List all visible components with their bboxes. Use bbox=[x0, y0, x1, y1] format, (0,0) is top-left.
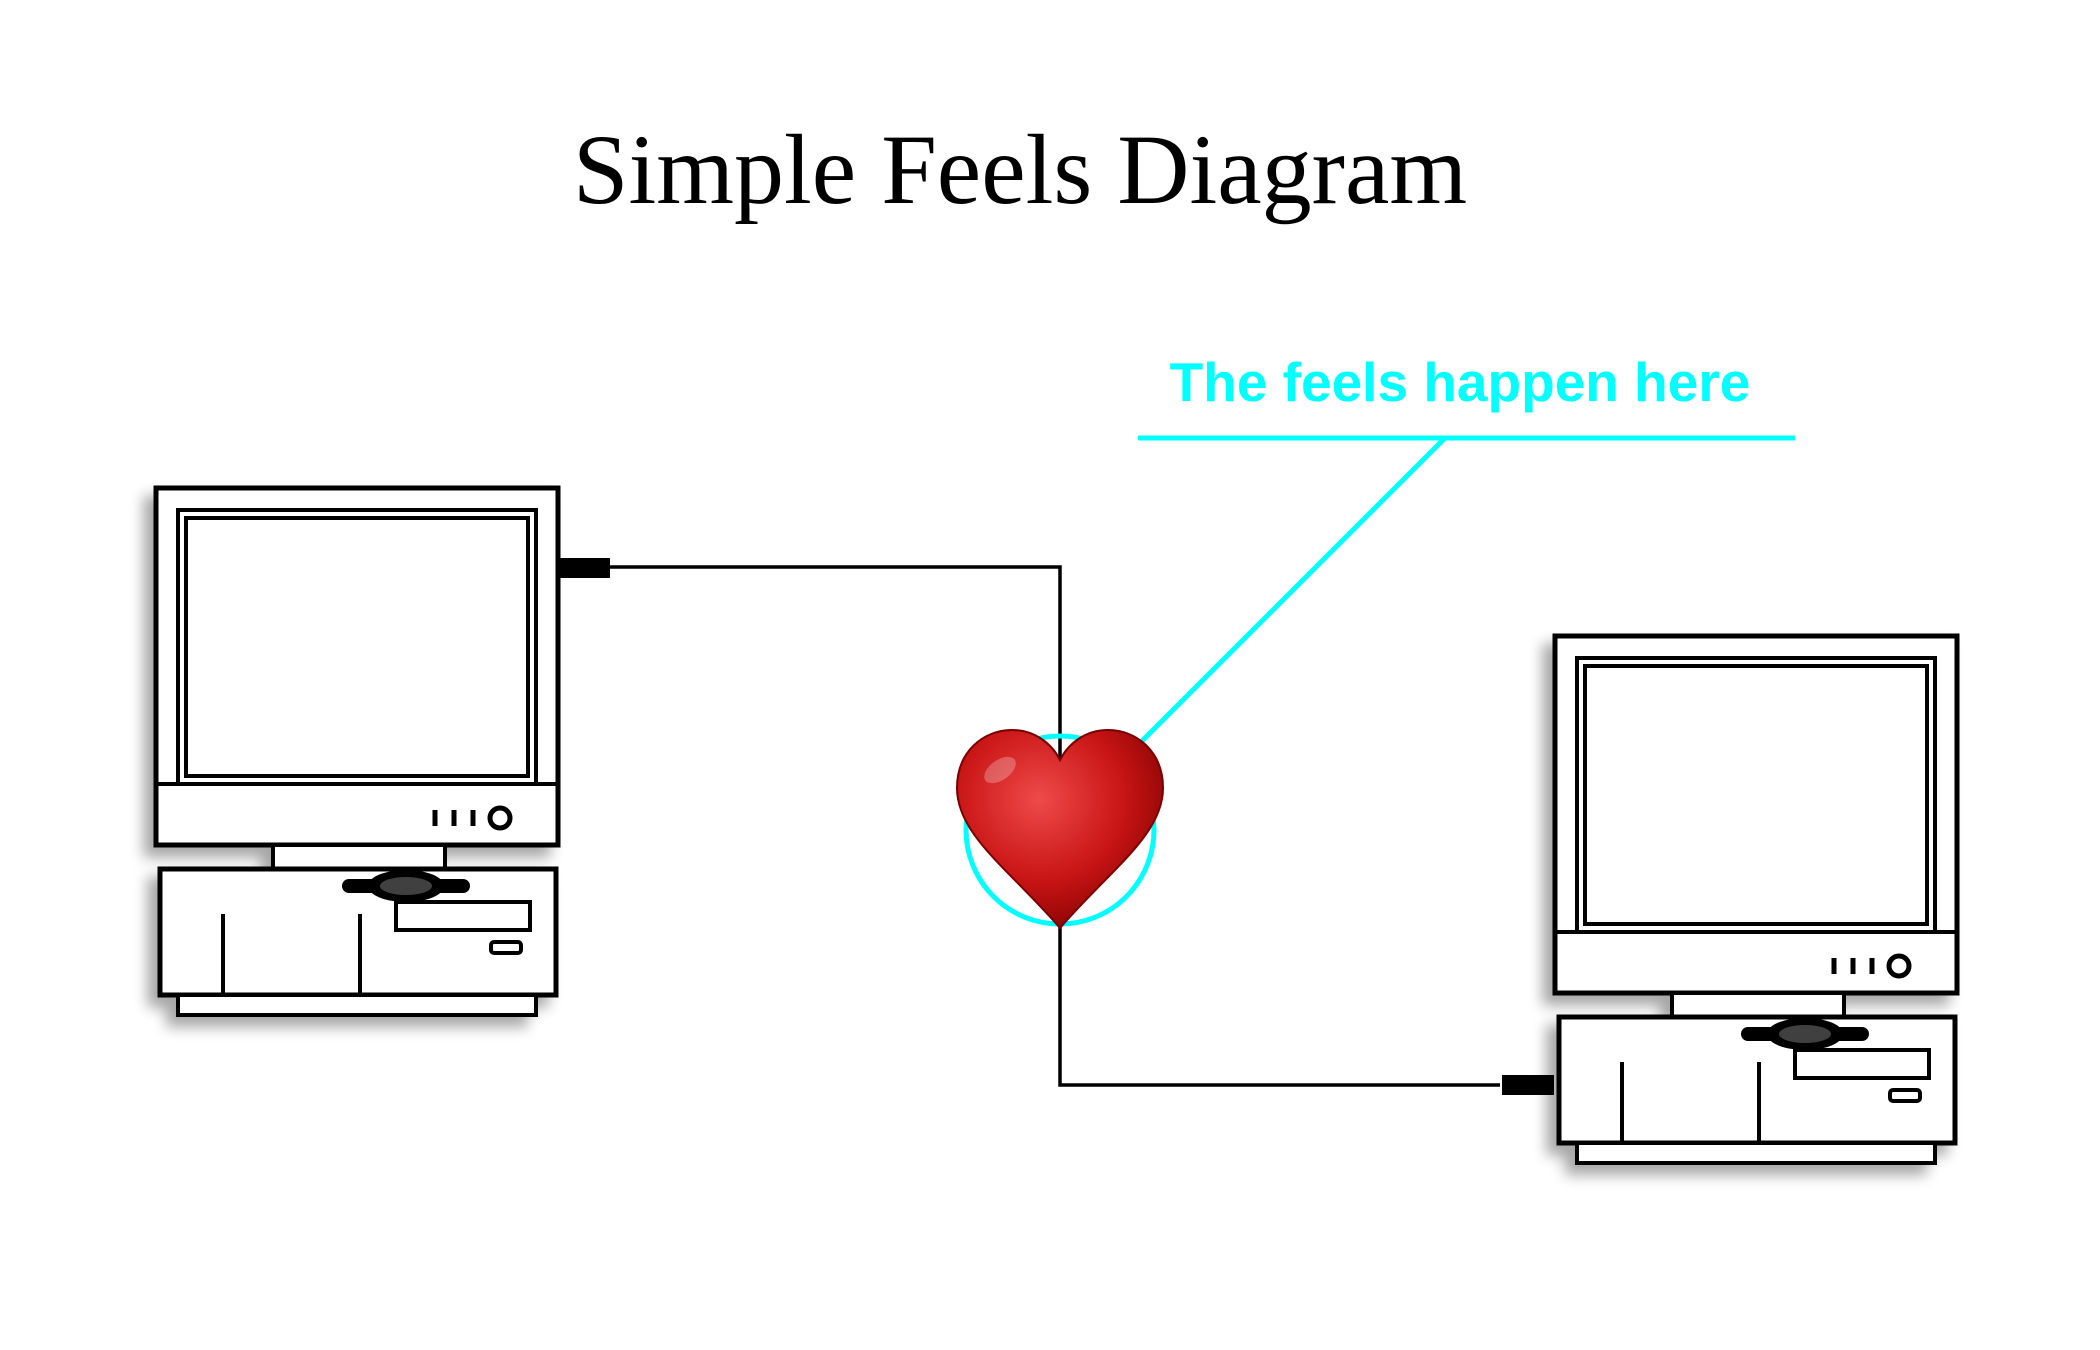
left-connector-plug bbox=[558, 558, 610, 578]
desktop-computer-icon bbox=[1555, 636, 1957, 1163]
right-computer bbox=[1555, 636, 1957, 1163]
annotation-pointer-line bbox=[1136, 436, 1447, 747]
annotation-label: The feels happen here bbox=[1169, 351, 1751, 413]
desktop-computer-icon bbox=[156, 488, 558, 1015]
red-heart-icon bbox=[955, 728, 1165, 930]
right-connector-plug bbox=[1502, 1075, 1554, 1095]
page-title: Simple Feels Diagram bbox=[572, 114, 1468, 225]
left-computer bbox=[156, 488, 558, 1015]
